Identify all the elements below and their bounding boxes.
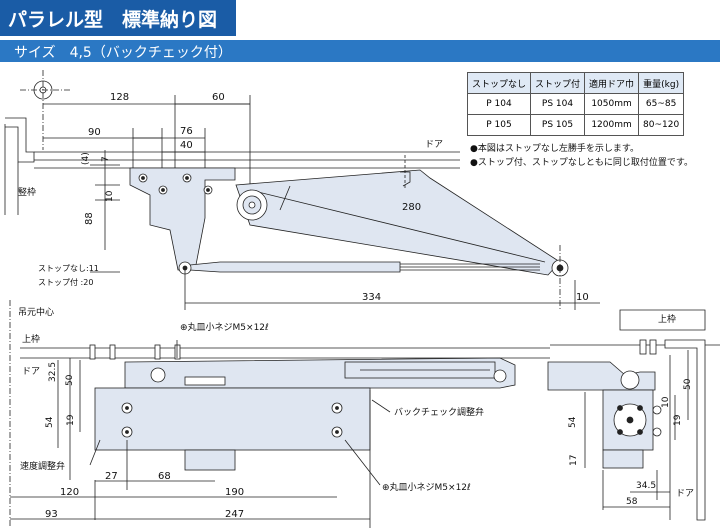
dim-76: 76: [180, 126, 193, 137]
dim-334: 334: [362, 292, 381, 303]
dim-54-side: 54: [568, 416, 578, 428]
dim-50-side: 50: [683, 378, 693, 390]
dim-27: 27: [105, 471, 118, 482]
front-view: [9, 300, 550, 528]
title-bar: パラレル型 標準納り図: [0, 0, 236, 36]
dim-190: 190: [225, 487, 244, 498]
label-upper-frame-side: 上枠: [658, 313, 676, 325]
label-door-side: ドア: [676, 489, 694, 499]
dim-88: 88: [84, 212, 95, 225]
dim-19-side: 19: [673, 414, 683, 426]
dim-4: (4): [81, 152, 91, 165]
dim-60: 60: [212, 92, 225, 103]
dim-40: 40: [180, 140, 193, 151]
table-cell: P 105: [466, 114, 532, 136]
dim-128: 128: [110, 92, 129, 103]
label-center: 吊元中心: [18, 306, 54, 318]
table-header-cell: ストップ付: [530, 72, 586, 94]
dim-90: 90: [88, 127, 101, 138]
dim-280: 280: [402, 202, 421, 213]
top-view: [4, 70, 600, 310]
label-upper-frame: 上枠: [22, 333, 40, 345]
label-screw-bottom: ⊕丸皿小ネジM5×12ℓ: [382, 481, 471, 493]
dim-120: 120: [60, 487, 79, 498]
table-cell: PS 105: [530, 114, 586, 136]
page-subtitle: サイズ 4,5（バックチェック付）: [14, 45, 232, 61]
dim-19-front: 19: [66, 414, 76, 426]
dim-50-front: 50: [65, 374, 75, 386]
table-row: P 105 PS 105 1200mm 80~120: [466, 114, 685, 136]
spec-table: ストップなし ストップ付 適用ドア巾 重量(kg) P 104 PS 104 1…: [466, 72, 685, 136]
dim-58: 58: [626, 497, 638, 507]
note-2: ●ストップ付、ストップなしともに同じ取付位置です。: [470, 158, 693, 168]
subtitle-bar: サイズ 4,5（バックチェック付）: [0, 40, 720, 62]
note-1: ●本図はストップなし左勝手を示します。: [470, 144, 639, 154]
dim-10: 10: [105, 190, 115, 202]
label-frame: 竪枠: [18, 186, 36, 198]
page-title: パラレル型 標準納り図: [8, 9, 218, 31]
dim-7: 7: [101, 156, 111, 162]
dim-32-5: 32.5: [48, 362, 58, 382]
dim-34-5: 34.5: [636, 481, 656, 491]
dim-17-side: 17: [569, 455, 579, 466]
label-backcheck: バックチェック調整弁: [394, 406, 484, 418]
label-stop-none: ストップなし:11: [38, 264, 99, 273]
side-view: [547, 309, 720, 521]
dim-54-front: 54: [45, 416, 55, 428]
table-header-cell: 適用ドア巾: [584, 72, 640, 94]
dim-10-side: 10: [661, 396, 671, 408]
label-screw-top: ⊕丸皿小ネジM5×12ℓ: [180, 321, 269, 333]
label-door-top: ドア: [425, 140, 443, 150]
dim-68: 68: [158, 471, 171, 482]
dim-10b: 10: [576, 292, 589, 303]
table-cell: 80~120: [638, 114, 685, 136]
label-stop-with: ストップ付 :20: [38, 277, 93, 287]
label-speed: 速度調整弁: [20, 460, 65, 472]
label-door-front: ドア: [22, 367, 40, 377]
dim-247: 247: [225, 509, 244, 520]
dim-93: 93: [45, 509, 58, 520]
